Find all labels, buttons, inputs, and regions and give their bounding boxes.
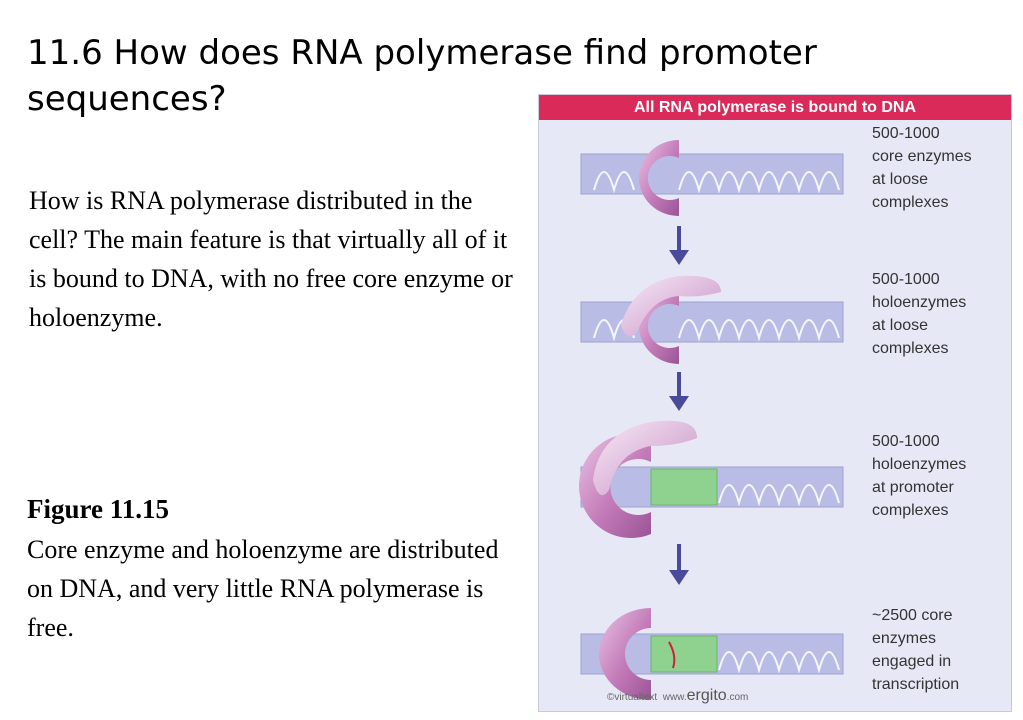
figure-caption: Core enzyme and holoenzyme are distribut… bbox=[27, 530, 507, 647]
figure-panel: All RNA polymerase is bound to DNA bbox=[538, 94, 1012, 712]
body-paragraph: How is RNA polymerase distributed in the… bbox=[29, 181, 519, 337]
stage-1-core-loose bbox=[581, 140, 843, 216]
arrow-3 bbox=[669, 544, 689, 585]
figure-header: All RNA polymerase is bound to DNA bbox=[539, 95, 1011, 120]
credit-line: ©virtualtext www.ergito.com bbox=[607, 687, 748, 705]
polymerase-diagram bbox=[539, 120, 869, 715]
arrow-1 bbox=[669, 226, 689, 265]
stage-3-holo-promoter bbox=[579, 421, 843, 538]
figure-label: Figure 11.15 bbox=[27, 492, 169, 526]
stage-2-holo-loose bbox=[581, 276, 843, 364]
transcription-bubble bbox=[651, 636, 717, 672]
promoter-region bbox=[651, 469, 717, 505]
arrow-2 bbox=[669, 372, 689, 411]
